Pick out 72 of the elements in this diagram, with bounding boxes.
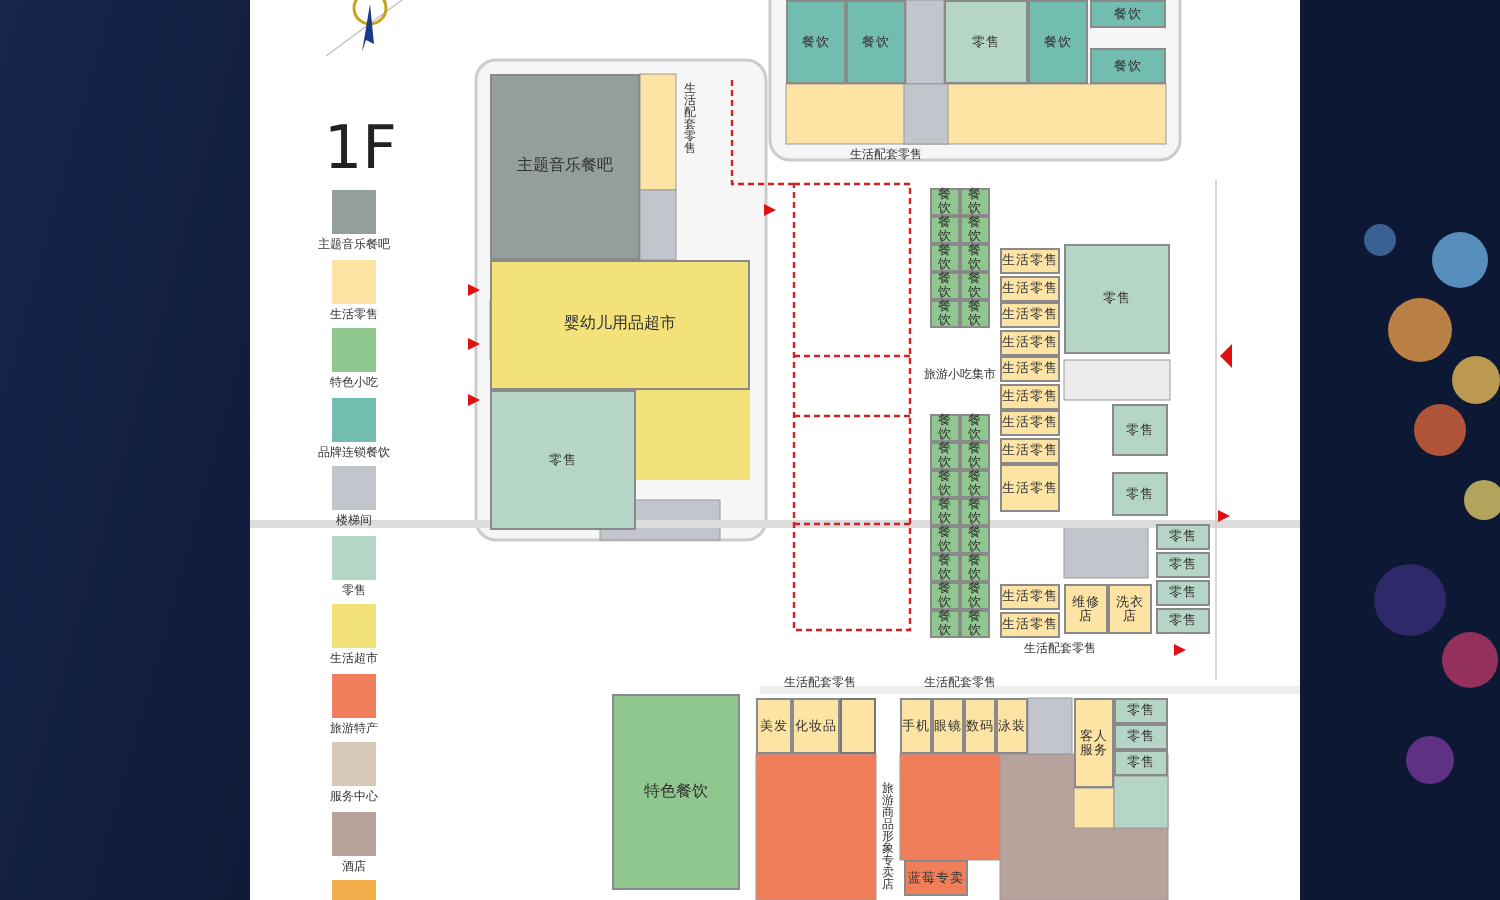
shop-unit [1000,612,1060,638]
shop-unit [1112,404,1168,456]
shop-unit [960,244,990,272]
shop-unit [960,272,990,300]
shop-unit [840,698,876,754]
shop-unit [930,188,960,216]
shop-unit [1112,472,1168,516]
shop-unit [1064,584,1108,634]
shop-unit [1114,724,1168,750]
shop-unit [930,442,960,470]
shop-unit [930,554,960,582]
shop-unit [792,698,840,754]
shop-unit [930,498,960,526]
shop-unit [1156,524,1210,550]
shop-unit [1090,48,1166,84]
shop-unit [1000,356,1060,382]
shop-unit [1156,552,1210,578]
shop-unit [1090,0,1166,28]
shop-unit [1064,244,1170,354]
shop-unit [1000,584,1060,610]
shop-unit [1156,608,1210,634]
shop-unit [930,610,960,638]
shop-unit [612,694,740,890]
shop-unit [490,74,640,260]
shop-unit [964,698,996,754]
floor-title: 1F [324,120,397,180]
shop-unit [930,526,960,554]
shop-unit [1000,464,1060,512]
shop-unit [1000,410,1060,436]
shop-unit [930,272,960,300]
shop-unit [932,698,964,754]
shop-unit [960,300,990,328]
shop-unit [960,526,990,554]
unit-name: 主题音乐餐吧 [517,158,613,176]
shop-unit [1156,580,1210,606]
shop-unit [1000,275,1060,301]
shop-unit [1000,383,1060,409]
shop-unit [960,216,990,244]
shop-unit [930,244,960,272]
shop-unit [1000,302,1060,328]
shop-unit [960,610,990,638]
shop-unit [756,698,792,754]
shop-unit [1028,0,1088,84]
shop-unit [904,860,968,896]
shop-unit [930,216,960,244]
shop-unit [1108,584,1152,634]
shop-unit [944,0,1028,84]
shop-unit [930,414,960,442]
shop-unit [960,442,990,470]
shop-unit [1000,329,1060,355]
shop-unit [960,414,990,442]
shop-unit [930,470,960,498]
shop-unit [900,698,932,754]
shop-unit [960,470,990,498]
shop-unit [490,260,750,390]
shop-unit [930,582,960,610]
shop-unit [960,554,990,582]
shop-unit [960,498,990,526]
shop-unit [786,0,846,84]
shop-unit [930,300,960,328]
shop-unit [960,188,990,216]
shop-unit [490,390,636,530]
shop-unit [1114,698,1168,724]
shop-unit [1074,698,1114,788]
shop-unit [960,582,990,610]
shop-unit [996,698,1028,754]
shop-unit [1114,750,1168,776]
shop-unit [1000,248,1060,274]
shop-unit [1000,437,1060,463]
unit-name: 婴幼儿用品超市 [564,316,676,334]
unit-name: 特色餐饮 [644,783,708,801]
shop-unit [846,0,906,84]
